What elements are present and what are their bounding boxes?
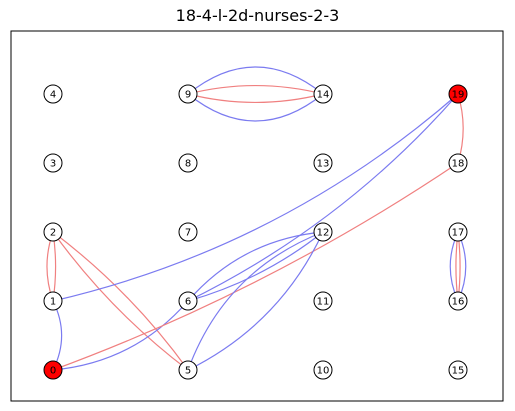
node-12-label: 12 — [317, 228, 330, 239]
node-8-circle — [178, 153, 198, 173]
edge-5-12-blue — [187, 231, 324, 371]
node-1-label: 1 — [50, 297, 56, 308]
node-19-label: 19 — [452, 90, 465, 101]
node-1: 1 — [43, 291, 63, 311]
edge-6-12-blue — [187, 231, 324, 302]
node-15-circle — [448, 360, 468, 380]
node-2: 2 — [43, 222, 63, 242]
edge-2-5-red — [52, 231, 189, 371]
node-14-circle — [313, 84, 333, 104]
node-6-circle — [178, 291, 198, 311]
node-16: 16 — [448, 291, 468, 311]
node-4-label: 4 — [50, 90, 56, 101]
node-15: 15 — [448, 360, 468, 380]
edge-9-14-blue — [187, 66, 324, 95]
node-4-circle — [43, 84, 63, 104]
edge-0-6-blue — [52, 300, 189, 371]
node-1-circle — [43, 291, 63, 311]
node-0-circle — [43, 360, 63, 380]
edge-9-14-blue — [187, 93, 324, 122]
node-0-label: 0 — [50, 366, 56, 377]
graph-title: 18-4-l-2d-nurses-2-3 — [175, 6, 340, 25]
node-2-label: 2 — [50, 228, 56, 239]
node-5-label: 5 — [185, 366, 191, 377]
node-6-label: 6 — [185, 297, 191, 308]
node-13: 13 — [313, 153, 333, 173]
edge-1-19-blue — [52, 93, 459, 302]
node-4: 4 — [43, 84, 63, 104]
node-9-circle — [178, 84, 198, 104]
node-13-label: 13 — [317, 159, 330, 170]
node-5: 5 — [178, 360, 198, 380]
node-3-label: 3 — [50, 159, 56, 170]
node-16-circle — [448, 291, 468, 311]
node-9-label: 9 — [185, 90, 191, 101]
edge-6-19-blue — [187, 93, 459, 302]
edge-9-14-red — [187, 93, 324, 104]
node-17-circle — [448, 222, 468, 242]
node-7-label: 7 — [185, 228, 191, 239]
node-11-label: 11 — [317, 297, 330, 308]
edge-0-18-red — [52, 162, 459, 371]
node-6: 6 — [178, 291, 198, 311]
node-10: 10 — [313, 360, 333, 380]
node-11: 11 — [313, 291, 333, 311]
node-18: 18 — [448, 153, 468, 173]
node-19-circle — [448, 84, 468, 104]
node-9: 9 — [178, 84, 198, 104]
node-14-label: 14 — [317, 90, 330, 101]
node-11-circle — [313, 291, 333, 311]
node-7-circle — [178, 222, 198, 242]
plot-frame — [10, 30, 504, 402]
node-14: 14 — [313, 84, 333, 104]
node-3: 3 — [43, 153, 63, 173]
node-19: 19 — [448, 84, 468, 104]
node-18-circle — [448, 153, 468, 173]
node-8-label: 8 — [185, 159, 191, 170]
node-16-label: 16 — [452, 297, 465, 308]
node-5-circle — [178, 360, 198, 380]
node-17: 17 — [448, 222, 468, 242]
node-3-circle — [43, 153, 63, 173]
node-13-circle — [313, 153, 333, 173]
node-12-circle — [313, 222, 333, 242]
node-18-label: 18 — [452, 159, 465, 170]
node-8: 8 — [178, 153, 198, 173]
node-0: 0 — [43, 360, 63, 380]
edge-9-14-red — [187, 84, 324, 95]
edge-2-5-red — [52, 231, 189, 371]
node-15-label: 15 — [452, 366, 465, 377]
node-10-circle — [313, 360, 333, 380]
node-10-label: 10 — [317, 366, 330, 377]
node-17-label: 17 — [452, 228, 465, 239]
node-7: 7 — [178, 222, 198, 242]
edge-5-12-blue — [187, 231, 324, 371]
edge-6-12-blue — [187, 231, 324, 302]
node-12: 12 — [313, 222, 333, 242]
node-2-circle — [43, 222, 63, 242]
